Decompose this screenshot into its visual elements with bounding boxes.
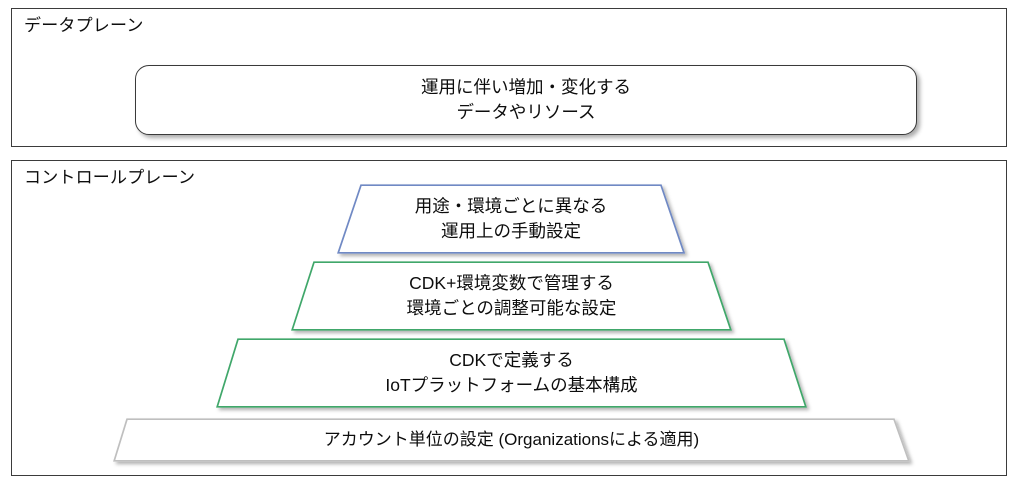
pyramid-layer-cdk-env: CDK+環境変数で管理する 環境ごとの調整可能な設定	[291, 261, 732, 331]
data-plane-content-text: 運用に伴い増加・変化する データやリソース	[421, 77, 631, 122]
data-plane-label: データプレーン	[24, 16, 144, 35]
data-plane-content-box: 運用に伴い増加・変化する データやリソース	[135, 65, 917, 135]
pyramid-layer-account-shape	[113, 418, 911, 462]
control-plane-label: コントロールプレーン	[24, 168, 196, 187]
data-plane-box: データプレーン 運用に伴い増加・変化する データやリソース	[11, 8, 1007, 147]
pyramid-layer-cdk-base: CDKで定義する IoTプラットフォームの基本構成	[216, 338, 807, 408]
pyramid-layer-cdk-env-shape	[291, 261, 732, 331]
pyramid-layer-manual: 用途・環境ごとに異なる 運用上の手動設定	[337, 184, 686, 254]
pyramid-layer-account: アカウント単位の設定 (Organizationsによる適用)	[113, 418, 911, 462]
pyramid-layer-cdk-base-shape	[216, 338, 807, 408]
pyramid-layer-manual-shape	[337, 184, 686, 254]
